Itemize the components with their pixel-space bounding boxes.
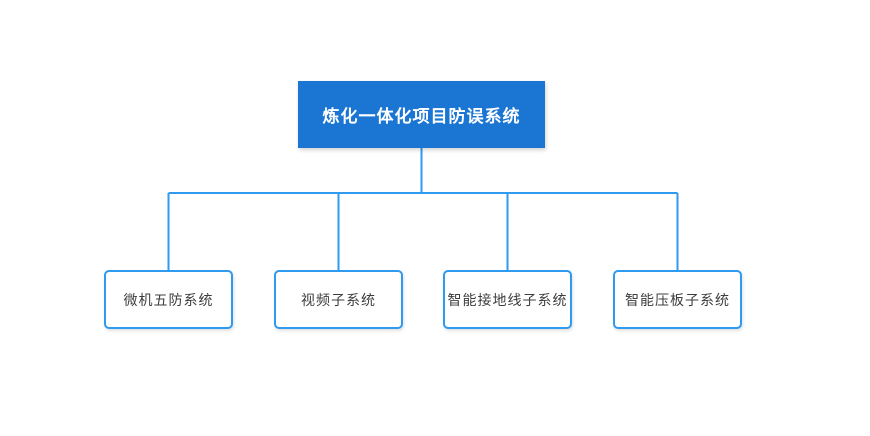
node-child-label: 智能接地线子系统 bbox=[447, 291, 568, 308]
node-root-label: 炼化一体化项目防误系统 bbox=[322, 107, 521, 126]
node-child-label: 智能压板子系统 bbox=[625, 291, 730, 308]
node-root[interactable]: 炼化一体化项目防误系统 bbox=[298, 81, 545, 148]
node-child-label: 微机五防系统 bbox=[123, 291, 214, 308]
node-child-video[interactable]: 视频子系统 bbox=[274, 270, 403, 329]
node-child-grounding[interactable]: 智能接地线子系统 bbox=[443, 270, 572, 329]
node-child-pressplate[interactable]: 智能压板子系统 bbox=[613, 270, 742, 329]
node-child-wjwf[interactable]: 微机五防系统 bbox=[104, 270, 233, 329]
node-child-label: 视频子系统 bbox=[301, 291, 376, 308]
